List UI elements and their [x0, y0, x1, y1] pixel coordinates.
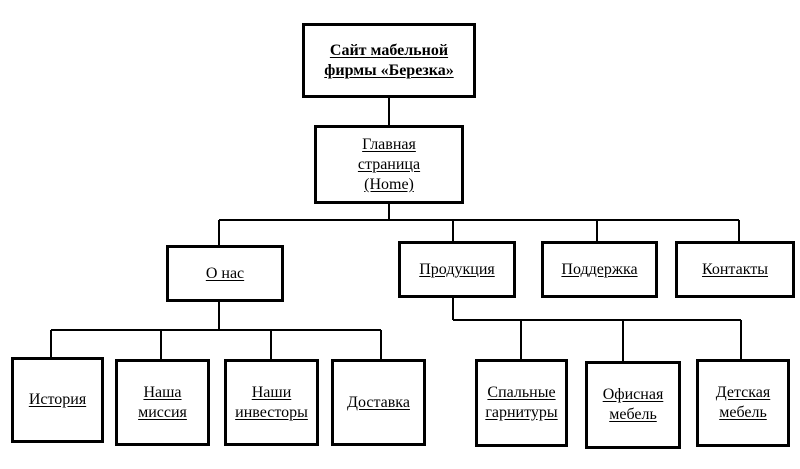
node-label-line: страница — [357, 155, 421, 173]
node-label: Главная страница (Home) — [358, 135, 420, 195]
node-label-line: инвесторы — [235, 403, 308, 421]
node-label-line: Контакты — [701, 260, 769, 278]
node-label-line: Наши — [251, 383, 292, 401]
node-label-line: Спальные — [487, 384, 556, 401]
node-label-line: Продукция — [419, 260, 495, 278]
node-kids-furniture[interactable]: Детская мебель — [696, 359, 790, 447]
node-label: Спальные гарнитуры — [485, 383, 557, 423]
node-label: Продукция — [419, 260, 495, 280]
node-label-line: Детская — [715, 384, 771, 401]
node-label-line: История — [28, 391, 87, 408]
node-support[interactable]: Поддержка — [541, 241, 658, 298]
node-label-line: мебель — [719, 404, 767, 421]
node-label-line: мебель — [609, 406, 657, 423]
node-our-mission[interactable]: Наша миссия — [115, 359, 210, 446]
node-delivery[interactable]: Доставка — [331, 359, 426, 446]
node-label-line: Главная — [362, 135, 416, 153]
node-label: История — [29, 390, 86, 410]
node-history[interactable]: История — [11, 357, 104, 443]
node-products[interactable]: Продукция — [398, 241, 516, 298]
node-label: Офисная мебель — [603, 385, 664, 425]
node-contacts[interactable]: Контакты — [675, 241, 795, 298]
node-label-line: Поддержка — [561, 260, 638, 278]
node-label-line: О нас — [205, 264, 245, 282]
node-label: Контакты — [702, 260, 768, 280]
node-label-line: гарнитуры — [485, 404, 558, 421]
node-label-line: фирмы «Березка» — [324, 61, 454, 79]
node-label: Доставка — [347, 393, 410, 413]
node-home-page[interactable]: Главная страница (Home) — [314, 125, 464, 204]
node-label: Наши инвесторы — [235, 383, 308, 423]
node-office-furniture[interactable]: Офисная мебель — [585, 361, 681, 449]
node-site-root[interactable]: Сайт мабельной фирмы «Березка» — [302, 23, 476, 98]
node-label-line: (Home) — [364, 175, 414, 193]
node-our-investors[interactable]: Наши инвесторы — [224, 359, 319, 446]
node-label-line: Сайт мабельной — [329, 41, 449, 59]
node-label: Детская мебель — [716, 383, 771, 423]
node-label: Наша миссия — [138, 383, 187, 423]
node-bedroom-sets[interactable]: Спальные гарнитуры — [475, 359, 568, 447]
node-label-line: Офисная — [602, 386, 664, 403]
node-label-line: Доставка — [347, 393, 410, 411]
node-label: Сайт мабельной фирмы «Березка» — [324, 41, 453, 81]
node-label-line: Наша — [143, 383, 182, 401]
node-label: О нас — [206, 264, 244, 284]
node-label: Поддержка — [561, 260, 637, 280]
node-about-us[interactable]: О нас — [166, 245, 284, 302]
node-label-line: миссия — [138, 403, 187, 421]
